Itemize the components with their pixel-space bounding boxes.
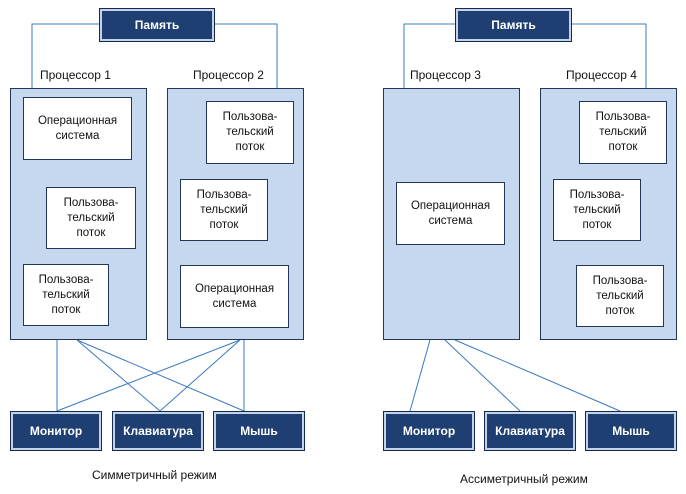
processor-2-title: Процессор 2 [193,68,264,82]
mouse-box-asymmetric: Мышь [585,411,677,451]
wire-p2-monitor [56,339,241,412]
processor-2-user-thread-a: Пользова- тельский поток [206,101,294,164]
memory-bus-right-2 [572,23,647,88]
memory-box-asymmetric: Память [455,8,572,42]
processor-4-box: Пользова- тельский поток Пользова- тельс… [540,88,677,340]
monitor-box-asymmetric: Монитор [383,411,475,451]
processor-1-user-thread-b: Пользова- тельский поток [23,264,109,326]
processor-3-title: Процессор 3 [410,68,481,82]
keyboard-box-symmetric: Клавиатура [112,411,204,451]
processor-4-user-thread-c: Пользова- тельский поток [576,265,664,327]
wire-p2-keyboard [159,339,241,412]
memory-bus-left-1 [31,23,99,88]
memory-box-symmetric: Память [99,8,215,42]
processor-1-user-thread-a: Пользова- тельский поток [46,187,136,249]
processor-2-os: Операционная система [180,265,289,328]
processor-1-box: Операционная система Пользова- тельский … [10,88,147,340]
memory-bus-left-2 [215,23,278,88]
processor-2-user-thread-b: Пользова- тельский поток [180,179,268,241]
processor-4-user-thread-a: Пользова- тельский поток [579,101,667,164]
processor-3-box: Операционная система [383,88,520,340]
wire-p3-mouse [454,339,621,412]
processor-3-os: Операционная система [396,182,505,245]
keyboard-box-asymmetric: Клавиатура [484,411,576,451]
wire-p3-monitor [409,339,431,412]
processor-2-box: Пользова- тельский поток Пользова- тельс… [167,88,304,340]
processor-1-os: Операционная система [23,97,132,160]
caption-asymmetric: Ассиметричный режим [460,472,588,486]
processor-1-title: Процессор 1 [40,68,111,82]
wire-p1-keyboard [76,339,161,412]
processor-4-title: Процессор 4 [566,68,637,82]
caption-symmetric: Симметричный режим [92,468,217,482]
memory-bus-right-1 [403,23,455,88]
processor-4-user-thread-b: Пользова- тельский поток [553,179,641,241]
mouse-box-symmetric: Мышь [213,411,305,451]
monitor-box-symmetric: Монитор [10,411,102,451]
wire-p3-keyboard [444,339,521,412]
wire-p1-mouse [76,339,245,412]
